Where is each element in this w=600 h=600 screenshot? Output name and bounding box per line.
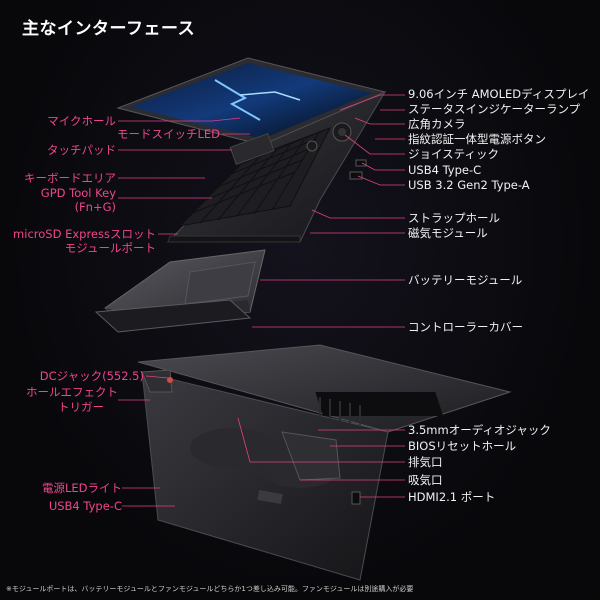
label-audio-jack: 3.5mmオーディオジャック [408,423,551,437]
amoled-screen [130,63,372,139]
label-usb4-type-c: USB4 Type-C [408,163,482,177]
usb-a-port [349,171,363,180]
label-joystick: ジョイスティック [408,147,499,161]
label-amoled-display: 9.06インチ AMOLEDディスプレイ [408,87,590,101]
label-usb-3-2-type-a: USB 3.2 Gen2 Type-A [408,178,530,192]
label-exhaust: 排気口 [408,455,443,469]
hdmi-port [351,491,361,505]
label-touchpad: タッチパッド [47,143,116,157]
usb4-port-top [355,159,367,167]
label-bios-reset: BIOSリセットホール [408,439,517,453]
label-battery-module: バッテリーモジュール [408,273,523,287]
bottom-device [137,344,512,581]
footnote: ※モジュールポートは、バッテリーモジュールとファンモジュールどちらか1つ差し込み… [6,585,414,593]
label-gpd-tool-key: GPD Tool Key [40,186,116,200]
right-grip [281,431,341,481]
label-controller-cover: コントローラーカバー [408,320,523,334]
label-module-port: モジュールポート [64,241,156,255]
label-magnetic-module: 磁気モジュール [408,226,488,240]
label-dc-jack: DCジャック(552.5) [39,369,144,383]
label-wide-camera: 広角カメラ [408,117,466,131]
dc-jack [167,377,173,383]
label-trigger: トリガー [58,400,104,414]
touchpad [229,133,275,165]
left-grip [141,369,173,393]
label-power-led: 電源LEDライト [41,481,122,495]
page-title: 主なインターフェース [22,19,196,39]
label-hall-effect: ホールエフェクト [26,385,118,399]
label-fingerprint-power: 指紋認証一体型電源ボタン [408,132,546,146]
label-microsd-slot: microSD Expressスロット [13,227,156,241]
exhaust-vent [315,392,444,416]
label-status-indicator: ステータスインジケーターランプ [408,102,581,116]
label-mode-switch-led: モードスイッチLED [116,127,220,141]
label-gpd-tool-key-combo: (Fn+G) [74,200,116,214]
label-mic-hole: マイクホール [47,114,116,128]
label-strap-hole: ストラップホール [408,211,500,225]
label-keyboard-area: キーボードエリア [24,171,116,185]
controller-cover [94,299,252,333]
label-usb4-type-c-left: USB4 Type-C [48,499,122,513]
label-hdmi: HDMI2.1 ポート [408,490,496,504]
screen-lightning-art [214,79,261,121]
label-intake: 吸気口 [408,473,443,487]
